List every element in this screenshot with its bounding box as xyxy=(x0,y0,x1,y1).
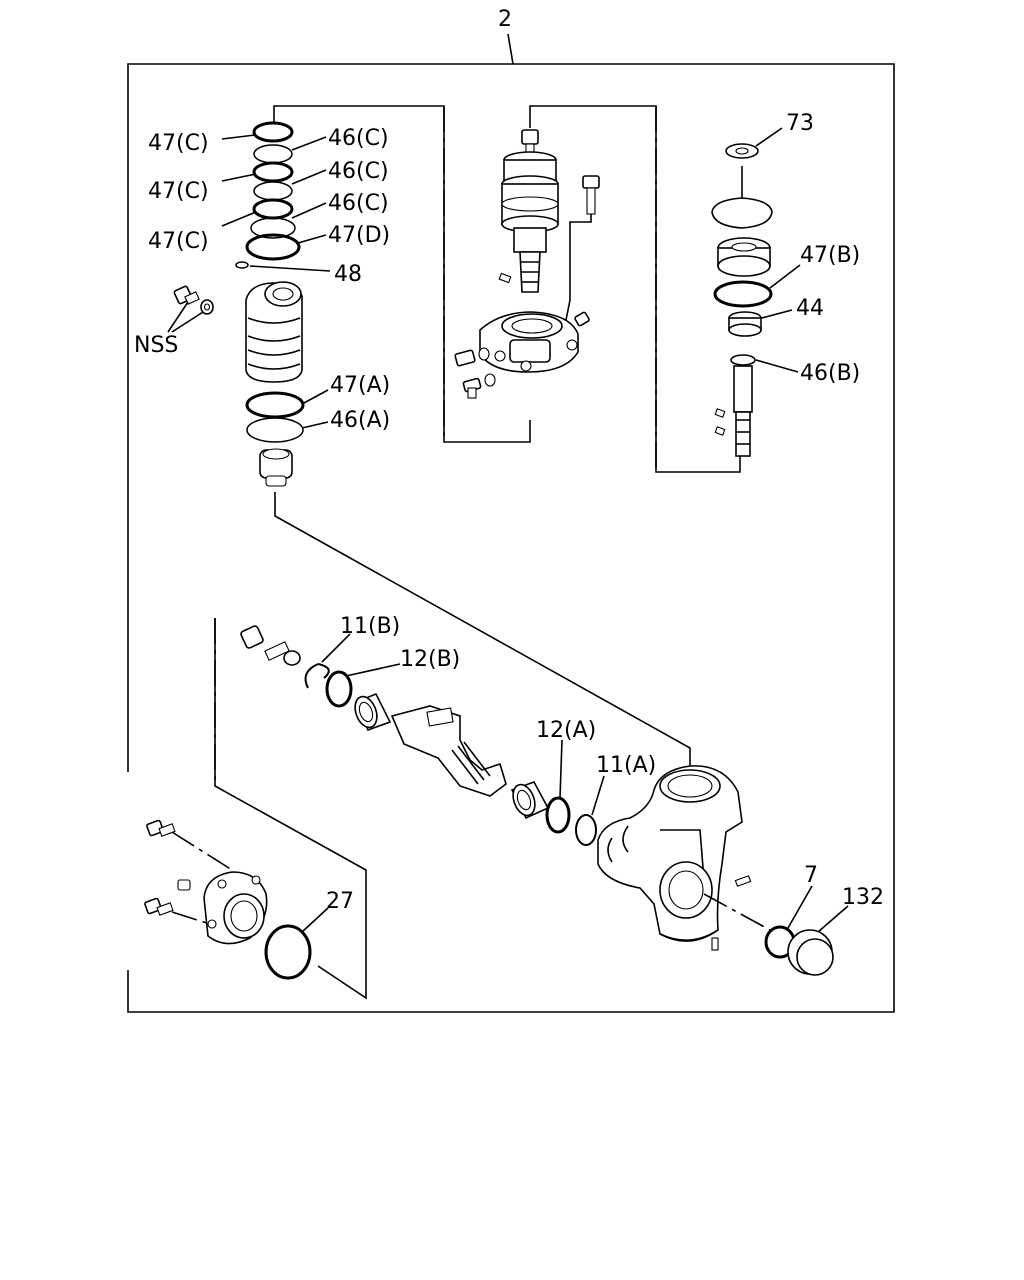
leader-assembly xyxy=(507,33,514,65)
label-46c-1: 46(C) xyxy=(328,126,389,151)
label-7: 7 xyxy=(804,863,818,888)
needle-bearing-top xyxy=(354,692,392,732)
leader-44 xyxy=(761,309,793,319)
label-47c-1: 47(C) xyxy=(148,131,209,156)
label-47b: 47(B) xyxy=(800,243,860,268)
dust-cover-132 xyxy=(787,929,834,976)
label-11b: 11(B) xyxy=(340,614,400,639)
label-12b: 12(B) xyxy=(400,647,460,672)
connector-valve-bolt xyxy=(564,214,592,326)
connector-sector-cover xyxy=(214,618,367,1000)
label-48: 48 xyxy=(334,262,362,287)
ring-46c-1 xyxy=(253,144,293,164)
leader-11b xyxy=(321,633,351,663)
label-11a: 11(A) xyxy=(596,753,656,778)
gasket-top xyxy=(711,197,773,229)
label-47d: 47(D) xyxy=(328,223,390,248)
leader-47a xyxy=(301,389,329,405)
oring-47c-1 xyxy=(252,121,294,143)
label-132: 132 xyxy=(842,885,884,910)
snap-ring-11b xyxy=(304,663,319,689)
shaft-stack xyxy=(711,143,773,457)
label-46b: 46(B) xyxy=(800,361,860,386)
label-44: 44 xyxy=(796,296,824,321)
label-12a: 12(A) xyxy=(536,718,596,743)
leader-132 xyxy=(817,905,849,933)
seal-12b xyxy=(325,670,353,708)
ring-46b xyxy=(730,354,756,366)
oring-47c-3 xyxy=(252,198,294,220)
piston-housing xyxy=(245,281,303,383)
sector-shaft xyxy=(390,705,507,797)
cover-bolts xyxy=(144,819,191,916)
label-assembly-2: 2 xyxy=(498,7,512,32)
leader-12a xyxy=(559,739,563,799)
leader-46c-2 xyxy=(291,169,327,185)
leader-47b xyxy=(769,264,801,289)
label-27: 27 xyxy=(326,889,354,914)
leader-46b xyxy=(755,359,799,373)
leader-47c-1 xyxy=(221,134,256,140)
axis-line-housing xyxy=(703,893,771,931)
leader-46a xyxy=(301,421,329,429)
ring-46a xyxy=(246,417,304,443)
adjust-screw xyxy=(240,625,301,666)
leader-47c-3 xyxy=(221,211,257,227)
side-cover xyxy=(203,871,268,945)
gear-housing xyxy=(597,765,752,951)
connector-rings-valve xyxy=(273,105,531,443)
ring-46c-3 xyxy=(250,217,296,239)
label-47c-3: 47(C) xyxy=(148,229,209,254)
valve-spool xyxy=(498,129,559,293)
connector-valve-shaft xyxy=(529,105,741,473)
leader-11a xyxy=(591,775,605,816)
rack-nut xyxy=(259,448,293,487)
leader-46c-3 xyxy=(291,202,327,219)
leader-73 xyxy=(755,127,783,147)
ring-46c-2 xyxy=(253,181,293,201)
nss-bolt xyxy=(173,285,214,315)
label-47c-2: 47(C) xyxy=(148,179,209,204)
axis-line-bolt-1 xyxy=(171,831,233,871)
label-73: 73 xyxy=(786,111,814,136)
leader-47d xyxy=(297,234,327,244)
leader-12b xyxy=(345,663,401,677)
leader-nss-b xyxy=(171,311,204,333)
oring-47a xyxy=(245,391,305,419)
leader-46c-1 xyxy=(291,136,327,151)
leader-48 xyxy=(249,265,331,272)
leader-nss-a xyxy=(167,301,189,333)
connector-nut-housing xyxy=(274,492,691,770)
oring-27 xyxy=(264,924,312,980)
valve-bolt xyxy=(582,175,600,215)
leader-7 xyxy=(787,885,813,929)
label-46c-2: 46(C) xyxy=(328,159,389,184)
oring-47d xyxy=(245,233,301,261)
leader-47c-2 xyxy=(221,173,257,182)
ring-48 xyxy=(235,261,249,269)
seal-12a xyxy=(545,796,571,834)
oring-47c-2 xyxy=(252,161,294,183)
snap-ring-11a xyxy=(575,814,597,846)
assembly-frame xyxy=(127,63,895,1013)
label-46c-3: 46(C) xyxy=(328,191,389,216)
needle-bearing-bottom xyxy=(510,781,550,820)
oring-47b xyxy=(713,280,773,308)
label-nss: NSS xyxy=(134,333,178,358)
valve-housing xyxy=(479,311,579,373)
axis-line-bolt-2 xyxy=(171,911,211,925)
label-47a: 47(A) xyxy=(330,373,390,398)
leader-27 xyxy=(301,907,329,933)
seal-ring-stack xyxy=(235,121,301,269)
label-46a: 46(A) xyxy=(330,408,390,433)
valve-fittings xyxy=(454,311,590,399)
